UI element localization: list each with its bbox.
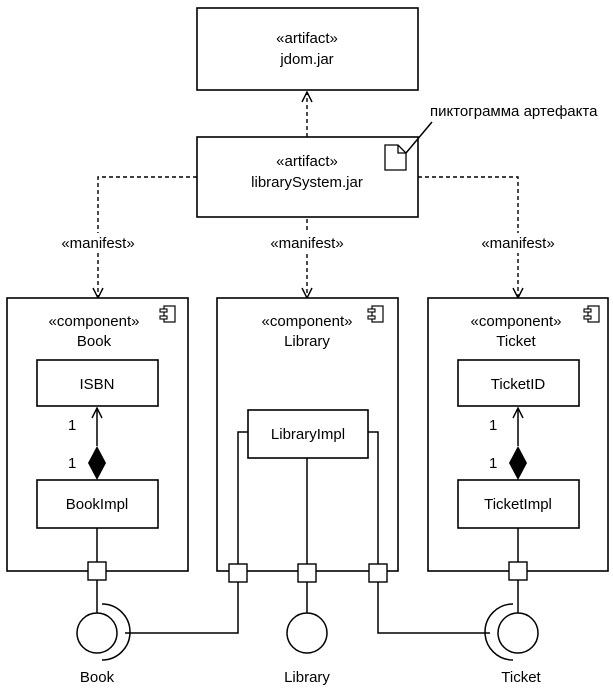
- artifact-icon-note: пиктограмма артефакта: [430, 103, 598, 120]
- interface-label-ticket: Ticket: [501, 669, 541, 686]
- composition-diamond-icon: [509, 446, 527, 480]
- libraryimpl-label: LibraryImpl: [271, 426, 345, 443]
- ticket-socket-link: [377, 582, 490, 634]
- manifest-label-ticket: «manifest»: [481, 235, 554, 252]
- book-component: «component» Book ISBN 1 1 BookImpl: [6, 297, 189, 581]
- ticket-mult-bottom: 1: [489, 455, 497, 472]
- book-name: Book: [77, 333, 112, 350]
- book-port: [87, 561, 107, 581]
- composition-diamond-icon: [88, 446, 106, 480]
- jdom-name: jdom.jar: [279, 51, 333, 68]
- component-icon: [583, 305, 600, 323]
- library-stereotype: «component»: [262, 313, 353, 330]
- ticketid-class: [457, 359, 580, 407]
- book-mult-bottom: 1: [68, 455, 76, 472]
- library-port-right: [368, 563, 388, 583]
- interface-label-library: Library: [284, 669, 330, 686]
- book-mult-top: 1: [68, 417, 76, 434]
- ticket-name: Ticket: [496, 333, 536, 350]
- library-system-artifact: «artifact» librarySystem.jar: [196, 136, 419, 218]
- ticketimpl-class: [457, 479, 580, 529]
- ticket-stereotype: «component»: [471, 313, 562, 330]
- manifest-book-line: [98, 176, 197, 298]
- artifact-icon-leader: [405, 121, 433, 154]
- libraryimpl-right-link: [368, 431, 379, 564]
- ticket-interface-ball: [497, 612, 539, 654]
- libraryimpl-left-link: [237, 431, 248, 564]
- book-interface-ball: [76, 612, 118, 654]
- ticketimpl-label: TicketImpl: [484, 496, 552, 513]
- isbn-class: [36, 359, 159, 407]
- ticket-component: «component» Ticket TicketID 1 1 TicketIm…: [427, 297, 609, 581]
- book-interface-socket: [101, 603, 131, 661]
- artifact-icon: [384, 144, 407, 171]
- libraryimpl-class: [247, 409, 369, 459]
- library-system-name: librarySystem.jar: [251, 174, 363, 191]
- manifest-ticket-line: [418, 176, 518, 298]
- ticket-mult-top: 1: [489, 417, 497, 434]
- manifest-label-book: «manifest»: [61, 235, 134, 252]
- bookimpl-label: BookImpl: [66, 496, 129, 513]
- library-port-center: [297, 563, 317, 583]
- isbn-label: ISBN: [79, 376, 114, 393]
- library-name: Library: [284, 333, 330, 350]
- component-icon: [159, 305, 176, 323]
- library-port-left: [228, 563, 248, 583]
- ticket-interface-socket: [484, 603, 514, 661]
- ticketid-label: TicketID: [491, 376, 546, 393]
- book-socket-link: [125, 582, 239, 634]
- ticket-port: [508, 561, 528, 581]
- jdom-artifact: «artifact» jdom.jar: [196, 7, 419, 91]
- library-component: «component» Library LibraryImpl: [216, 297, 399, 583]
- jdom-stereotype: «artifact»: [276, 30, 338, 47]
- manifest-label-library: «manifest»: [270, 235, 343, 252]
- library-system-stereotype: «artifact»: [276, 153, 338, 170]
- book-stereotype: «component»: [49, 313, 140, 330]
- component-icon: [367, 305, 384, 323]
- library-interface-ball: [286, 612, 328, 654]
- interface-label-book: Book: [80, 669, 115, 686]
